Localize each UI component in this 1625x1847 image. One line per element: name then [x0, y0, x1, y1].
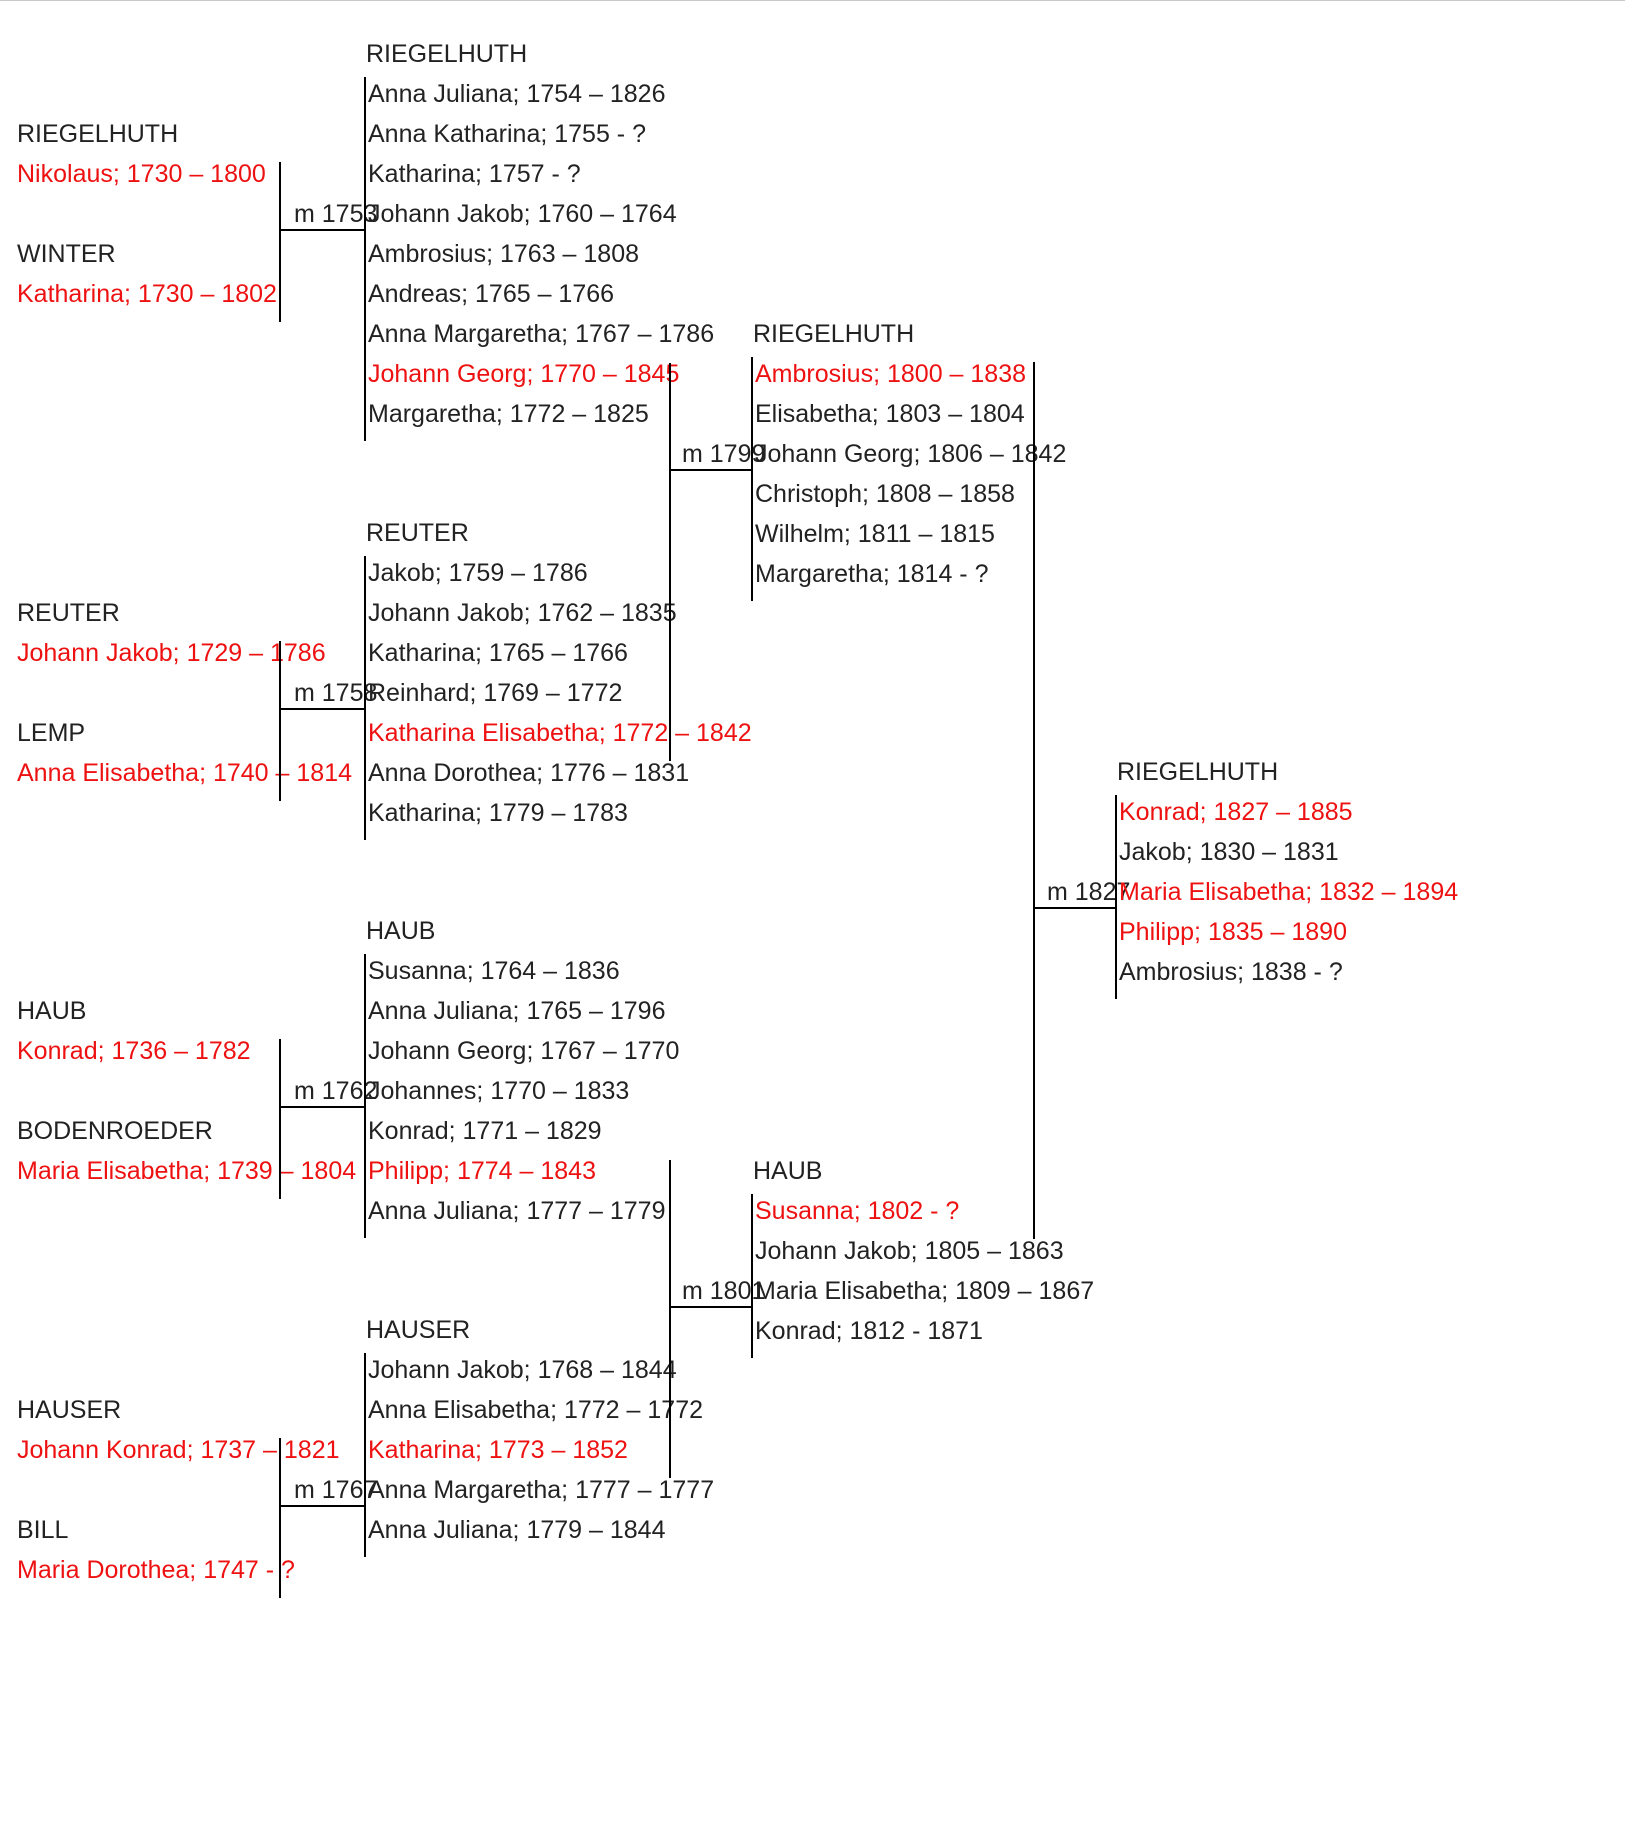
marriage-connector — [670, 469, 752, 471]
gen1-family-child: Anna Margaretha; 1777 – 1777 — [368, 1476, 715, 1504]
wife-surname: BILL — [17, 1516, 69, 1544]
marriage-bracket — [1033, 362, 1035, 1239]
top-divider — [0, 0, 1625, 1]
gen2-family-child: Johann Jakob; 1805 – 1863 — [755, 1237, 1064, 1265]
gen1-family-child: Johann Georg; 1770 – 1845 — [368, 360, 680, 388]
marriage-label: m 1827 — [1047, 878, 1131, 906]
gen2-family-child: Christoph; 1808 – 1858 — [755, 480, 1015, 508]
gen2-family-children-bracket — [751, 1194, 753, 1358]
wife-name: Maria Dorothea; 1747 - ? — [17, 1556, 295, 1584]
marriage-bracket — [279, 162, 281, 322]
gen2-family-child: Konrad; 1812 - 1871 — [755, 1317, 983, 1345]
marriage-label: m 1762 — [294, 1077, 378, 1105]
gen3-family-surname: RIEGELHUTH — [1117, 758, 1279, 786]
gen2-family-child: Maria Elisabetha; 1809 – 1867 — [755, 1277, 1095, 1305]
gen1-family-children-bracket — [364, 954, 366, 1238]
gen3-family-child: Philipp; 1835 – 1890 — [1119, 918, 1347, 946]
gen1-family-child: Philipp; 1774 – 1843 — [368, 1157, 596, 1185]
gen1-family-child: Reinhard; 1769 – 1772 — [368, 679, 623, 707]
gen2-family-children-bracket — [751, 357, 753, 601]
gen1-family-child: Anna Juliana; 1777 – 1779 — [368, 1197, 666, 1225]
gen1-family-child: Katharina; 1765 – 1766 — [368, 639, 628, 667]
gen1-family-surname: HAUSER — [366, 1316, 471, 1344]
gen1-family-child: Susanna; 1764 – 1836 — [368, 957, 620, 985]
gen2-family-child: Johann Georg; 1806 – 1842 — [755, 440, 1067, 468]
gen1-family-child: Katharina; 1773 – 1852 — [368, 1436, 628, 1464]
marriage-label: m 1753 — [294, 200, 378, 228]
marriage-connector — [280, 229, 366, 231]
marriage-label: m 1767 — [294, 1476, 378, 1504]
gen1-family-child: Katharina Elisabetha; 1772 – 1842 — [368, 719, 752, 747]
gen1-family-children-bracket — [364, 77, 366, 441]
gen3-family-children-bracket — [1115, 795, 1117, 999]
gen1-family-child: Johann Jakob; 1768 – 1844 — [368, 1356, 677, 1384]
gen1-family-child: Anna Elisabetha; 1772 – 1772 — [368, 1396, 703, 1424]
gen1-family-child: Katharina; 1757 - ? — [368, 160, 581, 188]
gen1-family-child: Jakob; 1759 – 1786 — [368, 559, 588, 587]
gen3-family-child: Maria Elisabetha; 1832 – 1894 — [1119, 878, 1459, 906]
wife-name: Anna Elisabetha; 1740 – 1814 — [17, 759, 352, 787]
gen1-family-child: Johann Jakob; 1760 – 1764 — [368, 200, 677, 228]
wife-surname: LEMP — [17, 719, 86, 747]
marriage-connector — [280, 1505, 366, 1507]
husband-name: Johann Konrad; 1737 – 1821 — [17, 1436, 340, 1464]
gen1-family-surname: HAUB — [366, 917, 436, 945]
gen1-family-surname: REUTER — [366, 519, 469, 547]
marriage-label: m 1758 — [294, 679, 378, 707]
gen1-family-child: Anna Juliana; 1779 – 1844 — [368, 1516, 666, 1544]
gen1-family-child: Anna Dorothea; 1776 – 1831 — [368, 759, 690, 787]
gen1-family-child: Anna Margaretha; 1767 – 1786 — [368, 320, 715, 348]
gen1-family-child: Andreas; 1765 – 1766 — [368, 280, 615, 308]
wife-surname: WINTER — [17, 240, 116, 268]
husband-surname: REUTER — [17, 599, 120, 627]
husband-name: Konrad; 1736 – 1782 — [17, 1037, 251, 1065]
gen2-family-child: Elisabetha; 1803 – 1804 — [755, 400, 1025, 428]
gen3-family-child: Ambrosius; 1838 - ? — [1119, 958, 1343, 986]
gen1-family-child: Anna Juliana; 1765 – 1796 — [368, 997, 666, 1025]
gen3-family-child: Konrad; 1827 – 1885 — [1119, 798, 1353, 826]
marriage-connector — [280, 1106, 366, 1108]
gen2-family-child: Susanna; 1802 - ? — [755, 1197, 960, 1225]
gen2-family-child: Margaretha; 1814 - ? — [755, 560, 989, 588]
gen1-family-child: Anna Juliana; 1754 – 1826 — [368, 80, 666, 108]
gen2-family-surname: RIEGELHUTH — [753, 320, 915, 348]
wife-surname: BODENROEDER — [17, 1117, 213, 1145]
husband-name: Johann Jakob; 1729 – 1786 — [17, 639, 326, 667]
gen1-family-child: Johann Georg; 1767 – 1770 — [368, 1037, 680, 1065]
marriage-connector — [1034, 907, 1117, 909]
husband-surname: HAUSER — [17, 1396, 122, 1424]
gen2-family-surname: HAUB — [753, 1157, 823, 1185]
wife-name: Maria Elisabetha; 1739 – 1804 — [17, 1157, 357, 1185]
marriage-connector — [280, 708, 366, 710]
wife-name: Katharina; 1730 – 1802 — [17, 280, 277, 308]
marriage-bracket — [279, 1438, 281, 1598]
gen1-family-child: Margaretha; 1772 – 1825 — [368, 400, 649, 428]
gen1-family-child: Anna Katharina; 1755 - ? — [368, 120, 646, 148]
gen1-family-child: Konrad; 1771 – 1829 — [368, 1117, 602, 1145]
gen1-family-child: Ambrosius; 1763 – 1808 — [368, 240, 640, 268]
gen1-family-child: Johannes; 1770 – 1833 — [368, 1077, 630, 1105]
marriage-bracket — [279, 1039, 281, 1199]
gen1-family-child: Katharina; 1779 – 1783 — [368, 799, 628, 827]
gen1-family-children-bracket — [364, 1353, 366, 1557]
marriage-bracket — [279, 641, 281, 801]
gen1-family-children-bracket — [364, 556, 366, 840]
gen1-family-child: Johann Jakob; 1762 – 1835 — [368, 599, 677, 627]
gen3-family-child: Jakob; 1830 – 1831 — [1119, 838, 1339, 866]
husband-surname: RIEGELHUTH — [17, 120, 179, 148]
husband-name: Nikolaus; 1730 – 1800 — [17, 160, 266, 188]
marriage-connector — [670, 1306, 752, 1308]
husband-surname: HAUB — [17, 997, 87, 1025]
gen2-family-child: Ambrosius; 1800 – 1838 — [755, 360, 1027, 388]
marriage-bracket — [669, 1160, 671, 1478]
gen2-family-child: Wilhelm; 1811 – 1815 — [755, 520, 995, 548]
gen1-family-surname: RIEGELHUTH — [366, 40, 528, 68]
marriage-bracket — [669, 363, 671, 761]
